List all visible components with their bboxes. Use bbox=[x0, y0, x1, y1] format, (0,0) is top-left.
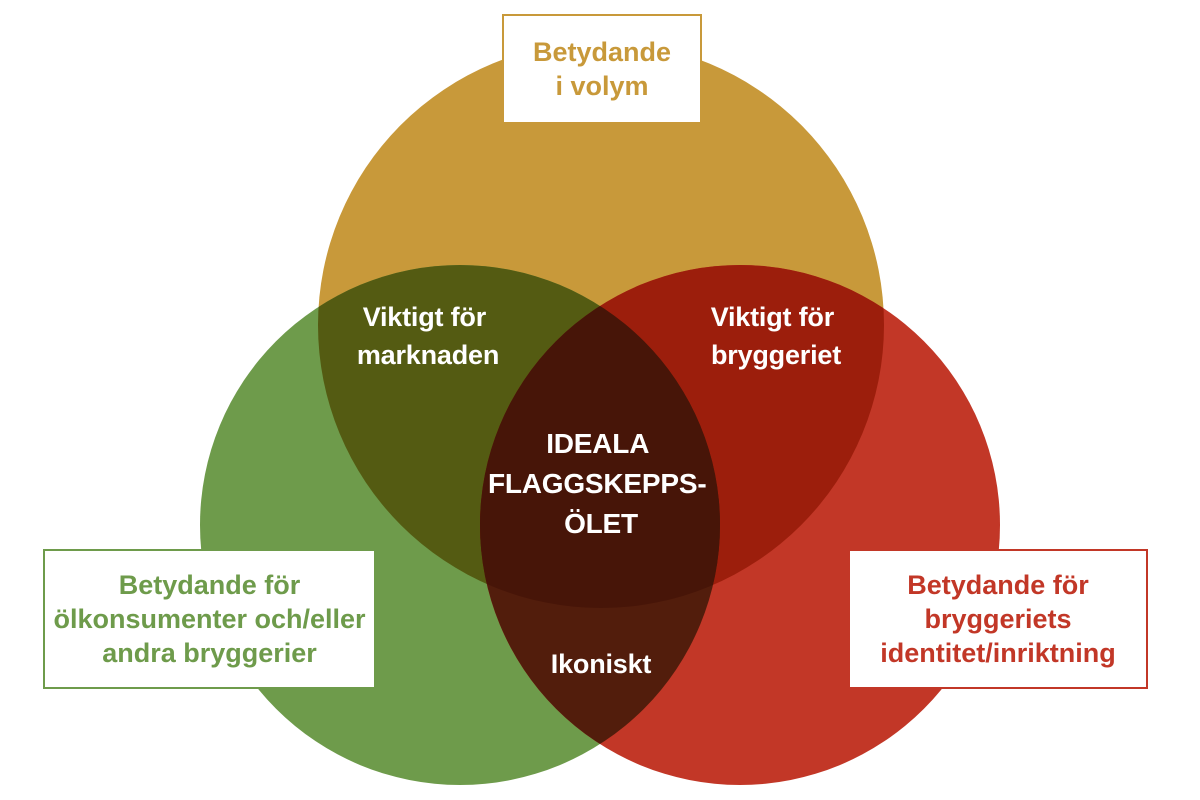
market-overlap-label: Viktigt för marknaden bbox=[357, 302, 499, 370]
volume-title-line: Betydande bbox=[532, 37, 672, 67]
brewery-title-line: identitet/inriktning bbox=[880, 638, 1116, 668]
iconic-overlap-label: Ikoniskt bbox=[551, 649, 652, 679]
volume-title-box: Betydande i volym bbox=[502, 14, 702, 124]
consumers-title-box: Betydande för ölkonsumenter och/eller an… bbox=[43, 549, 376, 689]
brewery-title-line: Betydande för bbox=[907, 570, 1089, 600]
brewery-overlap-label: Viktigt för bryggeriet bbox=[711, 302, 842, 370]
consumers-title-line: ölkonsumenter och/eller bbox=[53, 604, 366, 634]
brewery-title-box: Betydande för bryggeriets identitet/inri… bbox=[848, 549, 1148, 689]
consumers-title-line: andra bryggerier bbox=[102, 638, 317, 668]
consumers-title-line: Betydande för bbox=[118, 570, 301, 600]
center-label: IDEALA FLAGGSKEPPS- ÖLET bbox=[488, 428, 714, 539]
center-overlap bbox=[480, 265, 720, 608]
brewery-title-line: bryggeriets bbox=[924, 604, 1072, 634]
volume-title-line: i volym bbox=[555, 71, 649, 101]
